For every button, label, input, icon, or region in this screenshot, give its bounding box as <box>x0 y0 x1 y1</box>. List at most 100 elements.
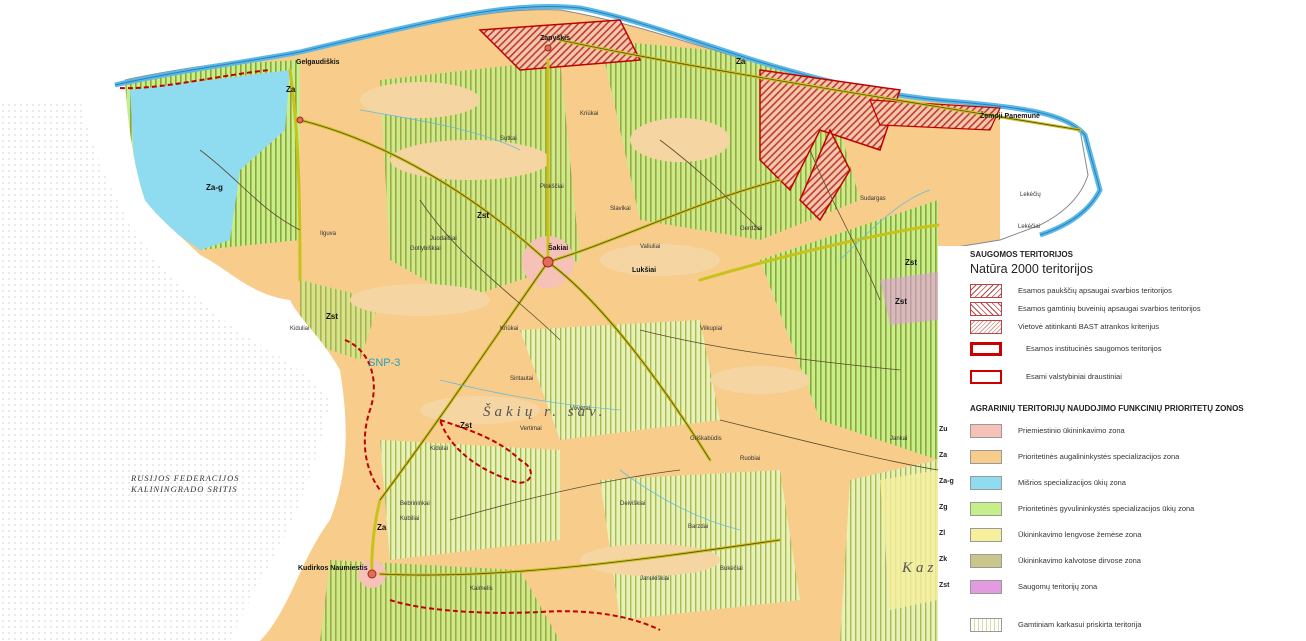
town-label: Zapyškis <box>540 35 570 42</box>
zone-code-label: Zst <box>460 421 472 430</box>
legend-zone-zl: Zl Ūkininkavimo lengvose žemėse zona <box>938 528 1306 544</box>
legend-item-bast: Vietovė atitinkanti BAST atrankos kriter… <box>938 320 1306 336</box>
legend-item-label: Vietovė atitinkanti BAST atrankos kriter… <box>1018 322 1160 331</box>
town-label: Griškabūdis <box>690 436 722 442</box>
town-label: Lukšiai <box>632 267 656 274</box>
town-label: Kidulai <box>430 446 448 452</box>
zone-code-label: Zst <box>905 258 917 267</box>
zone-swatch <box>970 476 1002 490</box>
legend-item-institutional: Esamos institucinės saugomos teritorijos <box>938 342 1306 358</box>
legend-framework: Gamtiniam karkasui priskirta teritorija <box>938 618 1306 634</box>
legend-item-label: Esamos gamtinių buveinių apsaugai svarbi… <box>1018 304 1201 313</box>
country-label-line1: RUSIJOS FEDERACIJOS <box>130 473 239 483</box>
zone-code-label: Za <box>377 523 387 532</box>
legend-item-label: Esamos institucinės saugomos teritorijos <box>1026 344 1162 353</box>
legend-item-habitat-areas: Esamos gamtinių buveinių apsaugai svarbi… <box>938 302 1306 318</box>
town-label: Žemoji Panemunė <box>980 111 1040 120</box>
framework-label: Gamtiniam karkasui priskirta teritorija <box>1018 620 1142 629</box>
zone-label: Prioritetinės augalininkystės specializa… <box>1018 452 1180 461</box>
town-label: Janukiškiai <box>640 576 669 582</box>
town-label: Sudargas <box>860 196 886 202</box>
town-label: Gotlybiškiai <box>410 246 441 252</box>
town-label: Plokščiai <box>540 184 564 190</box>
zone-swatch <box>970 554 1002 568</box>
zone-code-label: Zst <box>326 312 338 321</box>
town-label: Valiuliai <box>640 244 660 250</box>
legend-zone-zag: Za-g Mišrios specializacijos ūkių zona <box>938 476 1306 492</box>
town-label: Sutkai <box>500 136 517 142</box>
town-label: Lekėčiai <box>1018 224 1040 230</box>
country-label-line2: KALININGRADO SRITIS <box>130 484 238 494</box>
zone-swatch <box>970 580 1002 594</box>
reserve-swatch <box>970 370 1002 384</box>
snp-label: SNP-3 <box>368 357 400 369</box>
town-label: Gerdžiai <box>740 226 762 232</box>
town-label: Kiduliai <box>290 326 309 332</box>
zone-swatch <box>970 528 1002 542</box>
legend-zone-zu: Zu Priemiestinio ūkininkavimo zona <box>938 424 1306 440</box>
framework-swatch <box>970 618 1002 632</box>
town-label: Bukėčiai <box>720 566 743 572</box>
zone-swatch <box>970 502 1002 516</box>
zone-swatch <box>970 424 1002 438</box>
zone-code-label: Za <box>736 57 746 66</box>
zone-code: Zg <box>939 504 948 511</box>
bird-area-swatch <box>970 284 1002 298</box>
legend-title-agrarian: AGRARINIŲ TERITORIJŲ NAUDOJIMO FUNKCINIŲ… <box>970 404 1244 413</box>
town-label: Barzdai <box>688 524 708 530</box>
town-label: Kaimelis <box>470 586 493 592</box>
legend-zone-zst: Zst Saugomų teritorijų zona <box>938 580 1306 596</box>
region-label-right: Kazl <box>901 560 946 576</box>
zone-label: Ūkininkavimo lengvose žemėse zona <box>1018 530 1142 539</box>
town-label: Kubiliai <box>400 516 419 522</box>
zone-label: Priemiestinio ūkininkavimo zona <box>1018 426 1125 435</box>
town-label: Šakiai <box>548 243 568 252</box>
zone-code: Zl <box>939 530 946 537</box>
habitat-area-swatch <box>970 302 1002 316</box>
legend-item-label: Esamos paukščių apsaugai svarbios terito… <box>1018 286 1172 295</box>
legend-subtitle-natura: Natūra 2000 teritorijos <box>970 262 1093 276</box>
zone-code: Za-g <box>939 478 954 485</box>
legend-zone-zk: Zk Ūkininkavimo kalvotose dirvose zona <box>938 554 1306 570</box>
town-label: Sintautai <box>510 376 533 382</box>
legend-item-label: Esami valstybiniai draustiniai <box>1026 372 1122 381</box>
town-label: Slavikai <box>610 206 631 212</box>
zone-code: Zk <box>939 556 948 563</box>
town-label: Bebrininkai <box>400 501 430 507</box>
town-label: Juodaičiai <box>430 236 457 242</box>
town-label: Voverai <box>570 406 590 412</box>
region-label: Šakių r. sav. <box>483 403 606 420</box>
zone-code-label: Za <box>286 85 296 94</box>
zone-code: Zu <box>939 426 948 433</box>
legend-zone-zg: Zg Prioritetinės gyvulininkystės special… <box>938 502 1306 518</box>
town-label: Kudirkos Naumiestis <box>298 565 368 572</box>
zone-label: Saugomų teritorijų zona <box>1018 582 1098 591</box>
zone-code: Zst <box>939 582 950 589</box>
zone-swatch <box>970 450 1002 464</box>
legend-item-bird-areas: Esamos paukščių apsaugai svarbios terito… <box>938 284 1306 300</box>
bast-swatch <box>970 320 1002 334</box>
town-label: Vertimai <box>520 426 542 432</box>
zone-label: Prioritetinės gyvulininkystės specializa… <box>1018 504 1195 513</box>
institutional-swatch <box>970 342 1002 356</box>
map-legend: SAUGOMOS TERITORIJOS Natūra 2000 teritor… <box>938 246 1306 641</box>
zone-code: Za <box>939 452 948 459</box>
zone-code-label: Za-g <box>206 183 223 192</box>
legend-zone-za: Za Prioritetinės augalininkystės special… <box>938 450 1306 466</box>
town-label: Kriūkai <box>500 326 518 332</box>
zone-label: Mišrios specializacijos ūkių zona <box>1018 478 1126 487</box>
zone-code-label: Zst <box>477 211 489 220</box>
legend-title-protected: SAUGOMOS TERITORIJOS <box>970 250 1073 259</box>
town-label: Jankai <box>890 436 907 442</box>
town-label: Deiviškiai <box>620 501 645 507</box>
zone-code-label: Zst <box>895 297 907 306</box>
town-label: Vilkupiai <box>700 326 722 332</box>
town-label: Ilguva <box>320 231 337 237</box>
zone-label: Ūkininkavimo kalvotose dirvose zona <box>1018 556 1141 565</box>
legend-item-reserves: Esami valstybiniai draustiniai <box>938 370 1306 386</box>
town-label: Lekėčių <box>1020 192 1041 198</box>
town-label: Ruobiai <box>740 456 760 462</box>
town-label: Gelgaudiškis <box>296 59 340 66</box>
town-label: Kriūkai <box>580 111 598 117</box>
